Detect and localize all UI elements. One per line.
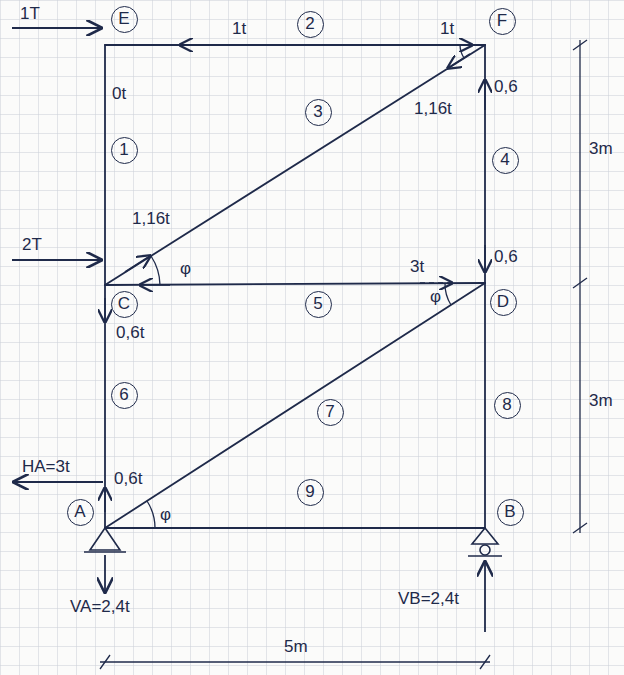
node-text: 4 bbox=[500, 151, 509, 170]
node-text: D bbox=[497, 293, 509, 312]
member-line bbox=[105, 527, 485, 529]
pin-support bbox=[90, 528, 120, 550]
dimension-label: 3m bbox=[589, 140, 613, 159]
reaction-arrow bbox=[484, 562, 486, 632]
force-arrow bbox=[484, 245, 486, 272]
force-arrow bbox=[448, 54, 470, 68]
dimension-tick bbox=[480, 655, 490, 669]
member-line bbox=[105, 283, 485, 285]
member-line bbox=[104, 45, 106, 528]
force-label: 1,16t bbox=[132, 210, 170, 229]
load-label: 2T bbox=[22, 236, 42, 255]
member-number: 1 bbox=[111, 137, 138, 164]
node-text: 1 bbox=[119, 141, 128, 160]
node-text: C bbox=[118, 295, 130, 314]
truss-members bbox=[105, 45, 485, 528]
force-arrow bbox=[484, 80, 486, 110]
member-number: 5 bbox=[305, 291, 332, 318]
reaction-label: VA=2,4t bbox=[70, 598, 130, 617]
angle-arc bbox=[460, 45, 464, 58]
dimension-label: 3m bbox=[589, 392, 613, 411]
angle-label: φ bbox=[430, 288, 441, 307]
force-label: 0,6 bbox=[494, 78, 518, 97]
support-ground bbox=[468, 555, 502, 557]
member-line bbox=[105, 283, 485, 528]
member-number: 2 bbox=[297, 11, 324, 38]
joint-letter: D bbox=[490, 289, 517, 316]
member-number: 7 bbox=[317, 399, 344, 426]
reaction-label: HA=3t bbox=[22, 458, 70, 477]
dimension-tick bbox=[100, 655, 110, 669]
load-arrow bbox=[12, 27, 101, 29]
load-arrows bbox=[12, 28, 485, 632]
joint-letter: F bbox=[489, 8, 516, 35]
dimension-tick bbox=[573, 40, 587, 50]
force-arrow bbox=[104, 488, 106, 512]
force-label: 0,6t bbox=[114, 470, 142, 489]
load-label: 1T bbox=[20, 5, 40, 24]
load-arrow bbox=[12, 259, 101, 261]
force-label: 0,6 bbox=[494, 248, 518, 267]
force-label: 0,6t bbox=[116, 324, 144, 343]
reaction-label: VB=2,4t bbox=[398, 590, 459, 609]
joint-letter: A bbox=[67, 499, 94, 526]
force-label: 1,16t bbox=[414, 100, 452, 119]
angle-arc bbox=[147, 501, 155, 528]
angle-arc bbox=[151, 256, 160, 285]
force-arrow bbox=[140, 284, 170, 286]
angle-arc bbox=[445, 283, 451, 305]
force-arrow bbox=[104, 298, 106, 322]
node-text: 3 bbox=[313, 103, 322, 122]
angle-label: φ bbox=[180, 260, 191, 279]
joint-letter: E bbox=[111, 6, 138, 33]
member-number: 6 bbox=[111, 382, 138, 409]
reaction-arrow bbox=[104, 555, 106, 592]
member-line bbox=[105, 44, 485, 46]
force-arrow bbox=[420, 282, 452, 284]
node-text: 6 bbox=[119, 386, 128, 405]
angle-arcs bbox=[147, 45, 464, 528]
member-number: 4 bbox=[492, 147, 519, 174]
force-label: 1t bbox=[232, 20, 246, 39]
member-line bbox=[484, 45, 486, 528]
force-label: 1t bbox=[440, 20, 454, 39]
dimension-tick bbox=[573, 523, 587, 533]
dimension-line bbox=[100, 661, 490, 662]
reaction-arrow bbox=[14, 481, 103, 483]
joint-letter: B bbox=[497, 499, 524, 526]
force-arrow bbox=[440, 44, 472, 46]
member-number: 3 bbox=[305, 99, 332, 126]
angle-label: φ bbox=[160, 506, 171, 525]
member-number: 8 bbox=[494, 392, 521, 419]
node-text: A bbox=[74, 503, 85, 522]
roller-support bbox=[472, 528, 498, 544]
dimension-label: 5m bbox=[284, 638, 308, 657]
node-text: 8 bbox=[502, 396, 511, 415]
node-text: 2 bbox=[305, 15, 314, 34]
node-text: E bbox=[118, 10, 129, 29]
dimension-lines bbox=[100, 40, 587, 669]
node-text: B bbox=[504, 503, 515, 522]
member-line bbox=[105, 45, 485, 285]
node-text: 9 bbox=[305, 483, 314, 502]
force-label: 0t bbox=[112, 85, 126, 104]
dimension-tick bbox=[573, 278, 587, 288]
support-ground bbox=[84, 551, 126, 553]
force-arrow bbox=[125, 256, 150, 272]
member-force-arrows bbox=[105, 45, 485, 512]
node-text: F bbox=[497, 12, 507, 31]
force-label: 3t bbox=[410, 258, 424, 277]
member-number: 9 bbox=[297, 479, 324, 506]
supports bbox=[84, 528, 502, 556]
node-text: 7 bbox=[325, 403, 334, 422]
joint-letter: C bbox=[111, 291, 138, 318]
dimension-line bbox=[579, 40, 580, 533]
roller-wheel bbox=[480, 545, 490, 555]
node-text: 5 bbox=[313, 295, 322, 314]
force-arrow bbox=[180, 44, 210, 46]
